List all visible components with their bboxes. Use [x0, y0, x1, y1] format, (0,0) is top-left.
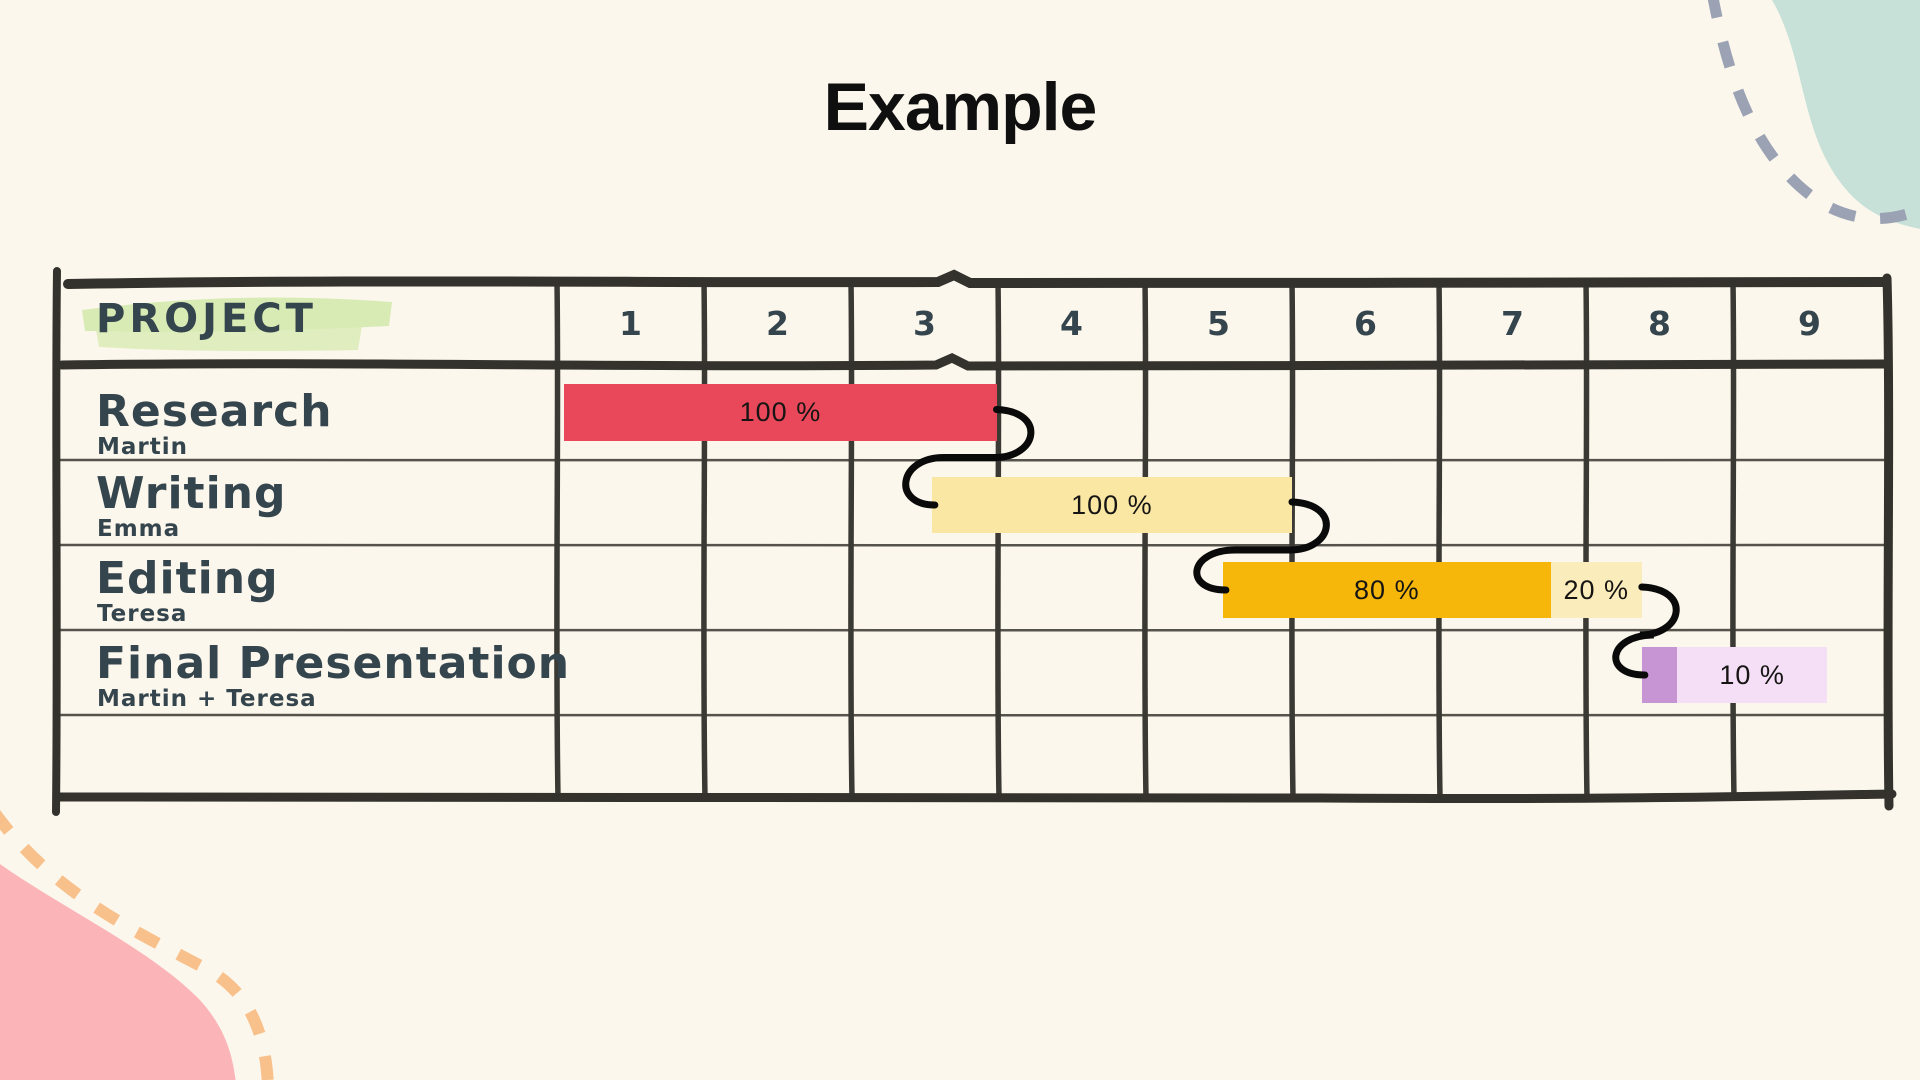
table-border — [52, 267, 1897, 816]
gantt-bar-segment: 20 % — [1550, 562, 1642, 618]
task-name: Writing — [96, 468, 287, 519]
connector-arrow — [1612, 583, 1680, 679]
task-owner: Martin — [97, 434, 189, 460]
task-owner: Emma — [97, 516, 181, 542]
period-header-cell: 6 — [1354, 303, 1377, 343]
teal-corner-blob — [1772, 0, 1920, 229]
highlight-swash — [82, 297, 392, 351]
connector-arrow — [1193, 498, 1330, 594]
task-owner: Teresa — [97, 601, 188, 627]
period-header-cell: 4 — [1060, 303, 1083, 343]
period-header-cell: 3 — [913, 303, 936, 343]
bar-percent-label: 10 % — [1719, 659, 1785, 690]
task-name: Editing — [96, 553, 279, 604]
period-header-cell: 8 — [1648, 303, 1671, 343]
pink-corner-blob — [0, 864, 236, 1080]
gantt-bar-segment: 100 % — [931, 477, 1292, 533]
slide-title: Example — [823, 69, 1098, 145]
row-lines — [56, 458, 1887, 717]
column-lines — [554, 279, 1737, 801]
gantt-bar-segment: 100 % — [564, 384, 997, 441]
dashed-curve-bottom-left — [0, 809, 274, 1080]
period-header-cell: 2 — [766, 303, 789, 343]
bar-percent-label: 80 % — [1354, 574, 1420, 605]
task-name: Research — [96, 386, 333, 437]
bar-percent-label: 100 % — [1071, 489, 1153, 520]
gantt-bar-segment: 80 % — [1222, 562, 1551, 618]
gantt-bar-segment: 10 % — [1677, 647, 1828, 703]
period-header-cell: 1 — [619, 303, 642, 343]
period-header-cell: 9 — [1798, 303, 1821, 343]
task-owner: Martin + Teresa — [97, 686, 317, 712]
connector-arrow — [902, 406, 1035, 509]
bar-percent-label: 20 % — [1563, 574, 1630, 605]
period-header-cell: 5 — [1207, 303, 1230, 343]
bar-percent-label: 100 % — [739, 397, 822, 427]
dashed-curve-top-right — [1707, 0, 1920, 225]
task-name: Final Presentation — [96, 638, 571, 689]
project-header-label: PROJECT — [96, 296, 317, 342]
period-header-cell: 7 — [1501, 303, 1524, 343]
